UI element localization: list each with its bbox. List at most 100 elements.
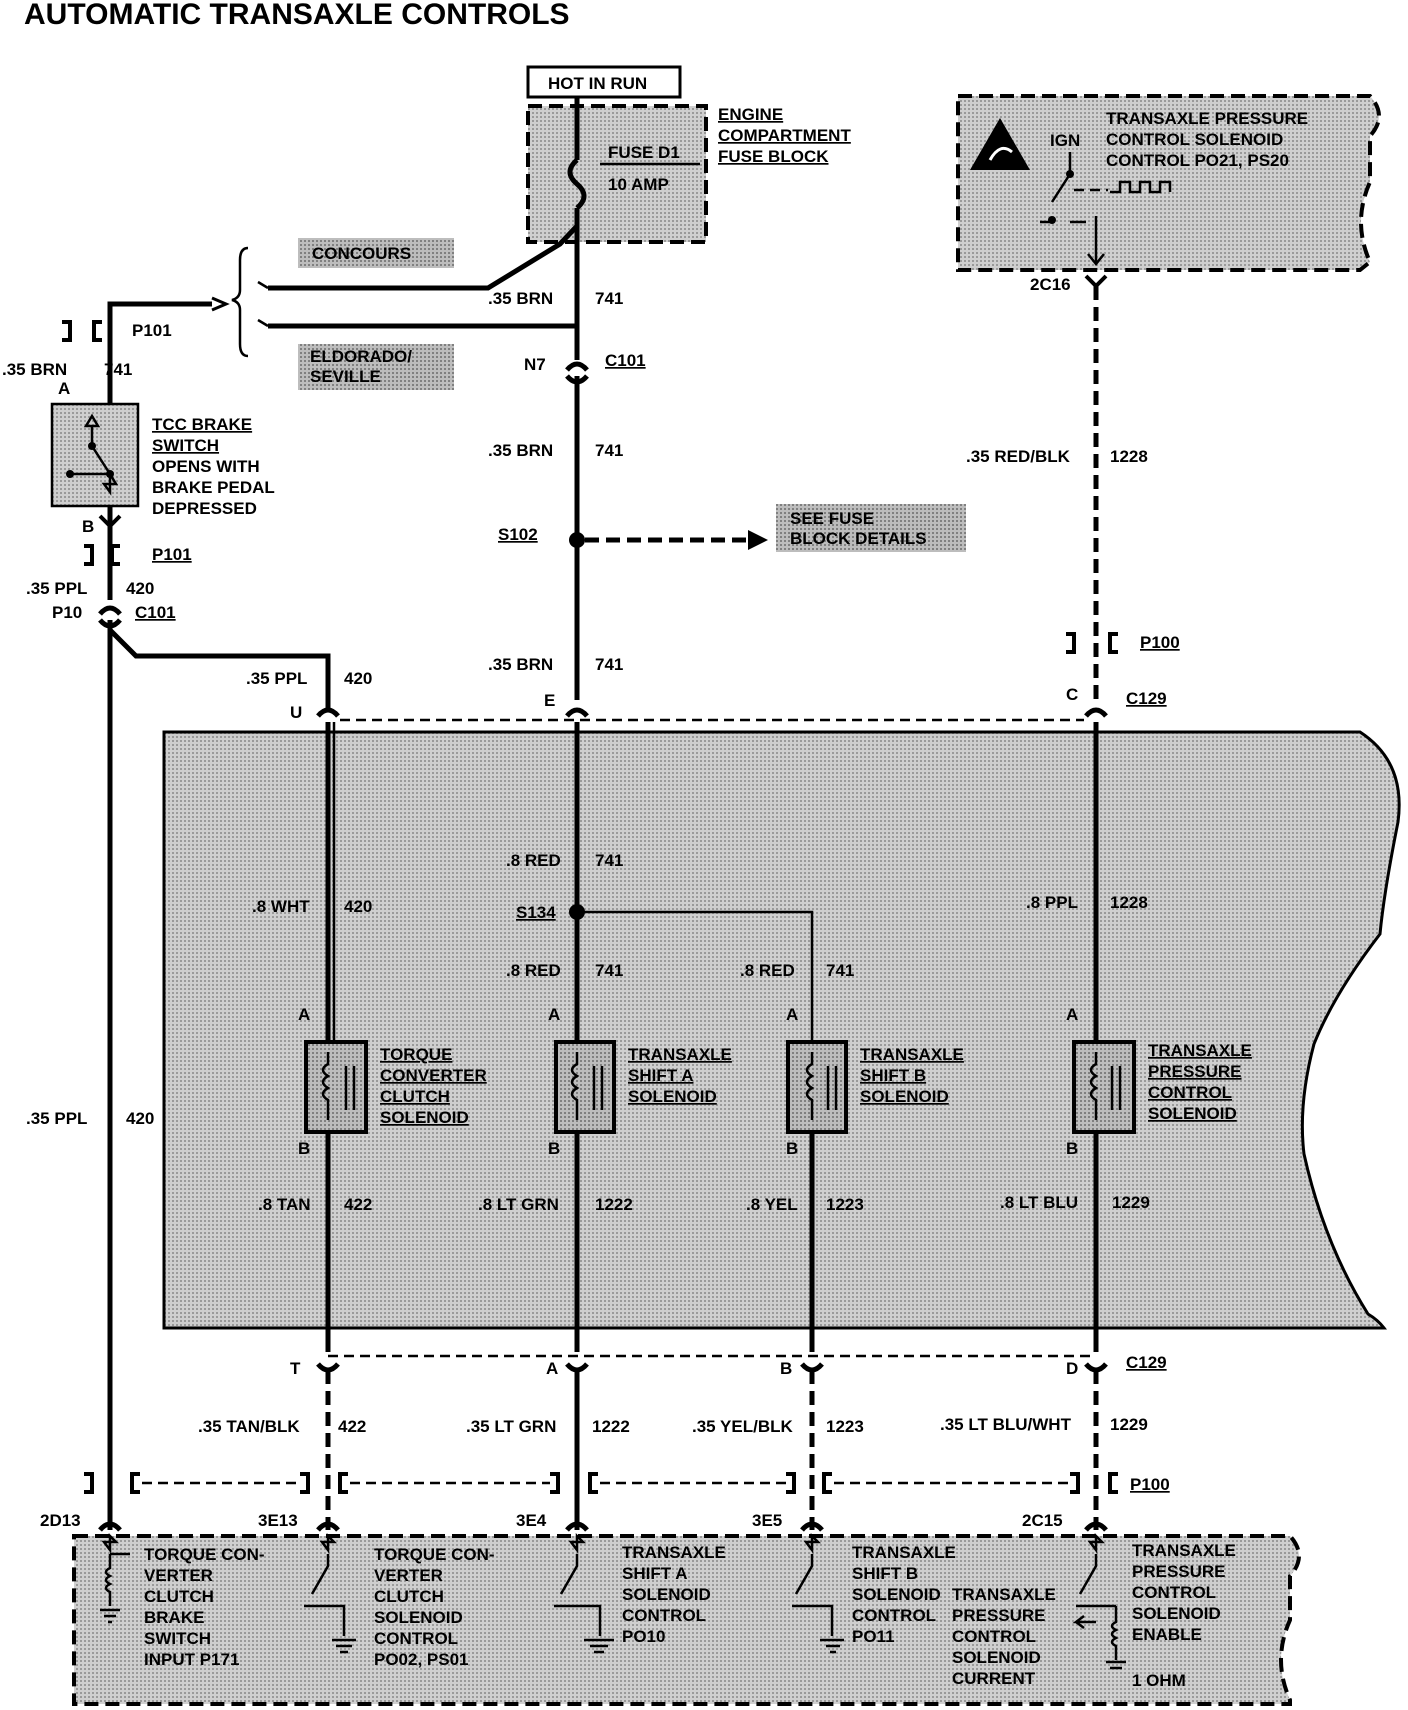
shift-b-pin-b: B xyxy=(786,1139,798,1158)
shift-a-label-2: SHIFT A xyxy=(628,1066,693,1085)
pressure-label-1: TRANSAXLE xyxy=(1148,1041,1252,1060)
wire-1223-in: 1223 xyxy=(826,1195,864,1214)
s134-splice xyxy=(569,904,585,920)
pressure-label-2: PRESSURE xyxy=(1148,1062,1242,1081)
wire-1222-out: 1222 xyxy=(592,1417,630,1436)
brake-pin-a: A xyxy=(58,379,70,398)
eldorado-label-2: SEVILLE xyxy=(310,367,381,386)
wire-35brn-center-2: .35 BRN xyxy=(488,441,553,460)
brake-switch-label-5: DEPRESSED xyxy=(152,499,257,518)
pcm-pressure-enable-5: ENABLE xyxy=(1132,1625,1202,1644)
pcm-top-label-3: CONTROL PO21, PS20 xyxy=(1106,151,1289,170)
see-fuse-label-2: BLOCK DETAILS xyxy=(790,529,927,548)
pcm-pressure-current-3: CONTROL xyxy=(952,1627,1036,1646)
concours-tag xyxy=(298,238,454,268)
wire-8ppl: .8 PPL xyxy=(1026,893,1078,912)
pcm-brake-input-4: BRAKE xyxy=(144,1608,204,1627)
n7-label: N7 xyxy=(524,355,546,374)
hot-in-run-box xyxy=(526,65,682,99)
p100-top-icon xyxy=(1066,632,1118,654)
pcm-1-ohm: 1 OHM xyxy=(1132,1671,1186,1690)
pin-a-bottom: A xyxy=(546,1359,558,1378)
transaxle-body xyxy=(162,730,1401,1330)
eldorado-label-1: ELDORADO/ xyxy=(310,347,412,366)
wire-422-in: 422 xyxy=(344,1195,372,1214)
wire-8ltblu: .8 LT BLU xyxy=(1000,1193,1078,1212)
fuse-name: FUSE D1 xyxy=(608,143,680,162)
pcm-tcc-control-5: CONTROL xyxy=(374,1629,458,1648)
fuse-block-label-1: ENGINE xyxy=(718,105,783,124)
c129-top-label: C129 xyxy=(1126,689,1167,708)
wire-741-center-3: 741 xyxy=(595,655,623,674)
pcm-pressure-enable-1: TRANSAXLE xyxy=(1132,1541,1236,1560)
s102-label: S102 xyxy=(498,525,538,544)
pin-2d13: 2D13 xyxy=(40,1511,81,1530)
pin-3e13: 3E13 xyxy=(258,1511,298,1530)
shift-b-pin-a: A xyxy=(786,1005,798,1024)
wire-1229-out: 1229 xyxy=(1110,1415,1148,1434)
tcc-label-1: TORQUE xyxy=(380,1045,452,1064)
pcm-pressure-current-1: TRANSAXLE xyxy=(952,1585,1056,1604)
tcc-label-3: CLUTCH xyxy=(380,1087,450,1106)
wire-35ltgrn: .35 LT GRN xyxy=(466,1417,556,1436)
brake-switch-label-2: SWITCH xyxy=(152,436,219,455)
p101-mid-icon xyxy=(84,544,120,566)
pcm-pressure-current-4: SOLENOID xyxy=(952,1648,1041,1667)
pin-3e5: 3E5 xyxy=(752,1511,782,1530)
pcm-shift-a-5: PO10 xyxy=(622,1627,665,1646)
tcc-pin-b: B xyxy=(298,1139,310,1158)
c129-bottom-label: C129 xyxy=(1126,1353,1167,1372)
wire-1223-out: 1223 xyxy=(826,1417,864,1436)
wire-8wht: .8 WHT xyxy=(252,897,310,916)
pressure-control-solenoid: A B TRANSAXLE PRESSURE CONTROL SOLENOID xyxy=(1066,1005,1252,1158)
s102-splice xyxy=(569,532,585,548)
c101-center-label: C101 xyxy=(605,351,646,370)
wire-741-in-1: 741 xyxy=(595,851,623,870)
fuse-block-label-3: FUSE BLOCK xyxy=(718,147,829,166)
pcm-shift-b-3: SOLENOID xyxy=(852,1585,941,1604)
fuse-block-label-2: COMPARTMENT xyxy=(718,126,851,145)
pin-2c15: 2C15 xyxy=(1022,1511,1063,1530)
wire-35ppl-u: .35 PPL xyxy=(246,669,307,688)
pin-t: T xyxy=(290,1359,301,1378)
pcm-brake-input-1: TORQUE CON- xyxy=(144,1545,265,1564)
shift-b-label-1: TRANSAXLE xyxy=(860,1045,964,1064)
wire-8red-3: .8 RED xyxy=(740,961,795,980)
tcc-pin-a: A xyxy=(298,1005,310,1024)
p10-label: P10 xyxy=(52,603,82,622)
pcm-shift-b-4: CONTROL xyxy=(852,1606,936,1625)
wire-1222-in: 1222 xyxy=(595,1195,633,1214)
wire-420-left: 420 xyxy=(126,579,154,598)
wire-8ltgrn: .8 LT GRN xyxy=(478,1195,559,1214)
esd-warning-icon xyxy=(970,118,1030,170)
pcm-shift-a-2: SHIFT A xyxy=(622,1564,687,1583)
wire-741-left: 741 xyxy=(104,360,132,379)
pin-2c16: 2C16 xyxy=(1030,275,1071,294)
c101-left-label: C101 xyxy=(135,603,176,622)
pcm-top-label-1: TRANSAXLE PRESSURE xyxy=(1106,109,1308,128)
pin-d: D xyxy=(1066,1359,1078,1378)
pcm-shift-b-5: PO11 xyxy=(852,1627,895,1646)
wire-8red-2: .8 RED xyxy=(506,961,561,980)
pressure-pin-b: B xyxy=(1066,1139,1078,1158)
fuse-rating: 10 AMP xyxy=(608,175,669,194)
p101-top-label: P101 xyxy=(132,321,172,340)
eldorado-tag xyxy=(298,344,454,390)
tcc-label-2: CONVERTER xyxy=(380,1066,487,1085)
pressure-label-3: CONTROL xyxy=(1148,1083,1232,1102)
pin-3e4: 3E4 xyxy=(516,1511,547,1530)
wire-741-center: 741 xyxy=(595,289,623,308)
wire-741-center-2: 741 xyxy=(595,441,623,460)
ign-label: IGN xyxy=(1050,131,1080,150)
pcm-shift-b-2: SHIFT B xyxy=(852,1564,918,1583)
pcm-shift-a-4: CONTROL xyxy=(622,1606,706,1625)
pcm-tcc-control-2: VERTER xyxy=(374,1566,443,1585)
pcm-shift-a-3: SOLENOID xyxy=(622,1585,711,1604)
shift-b-solenoid: B A TRANSAXLE SHIFT B SOLENOID xyxy=(786,1005,964,1158)
pressure-label-4: SOLENOID xyxy=(1148,1104,1237,1123)
wire-741-in-3: 741 xyxy=(826,961,854,980)
wire-741-in-2: 741 xyxy=(595,961,623,980)
brake-pin-b: B xyxy=(82,517,94,536)
pin-u: U xyxy=(290,703,302,722)
